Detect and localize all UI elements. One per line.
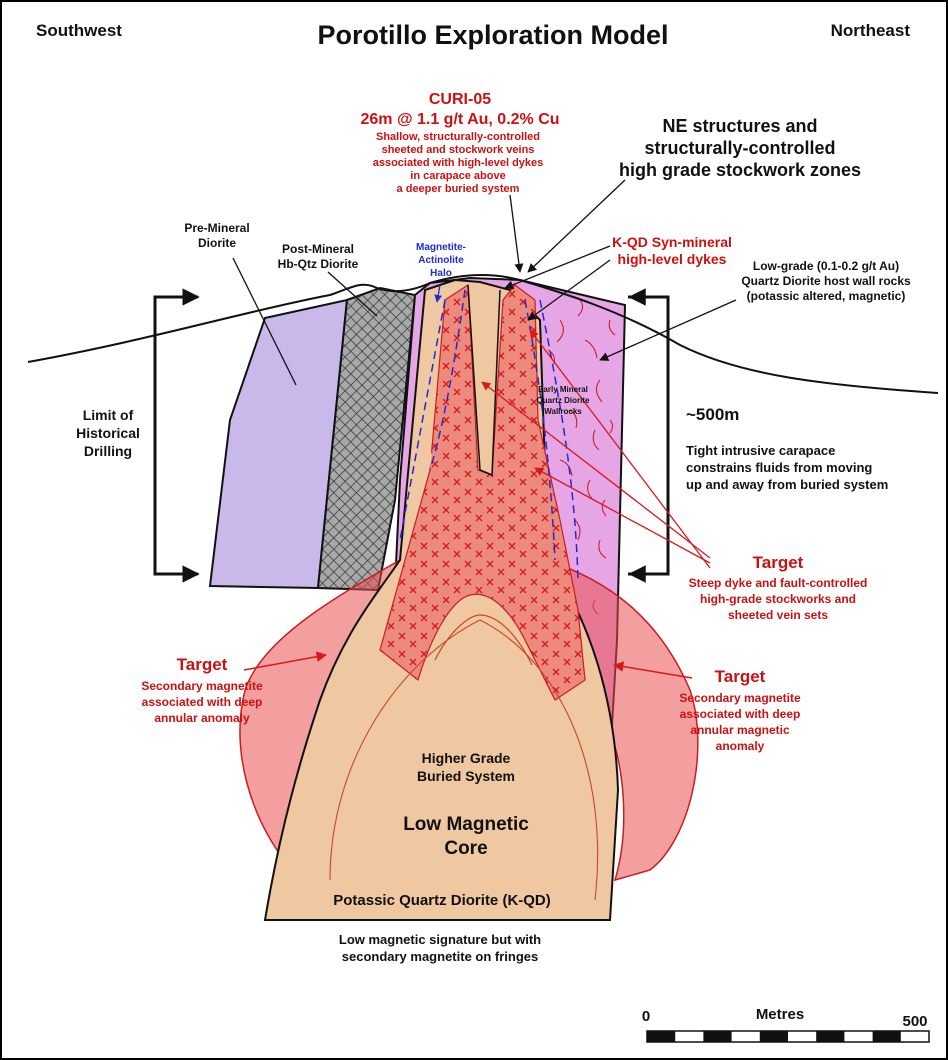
scale-segment	[760, 1031, 788, 1042]
early-mineral-line: Quartz Diorite	[537, 396, 590, 405]
higher-grade-line: Buried System	[417, 768, 515, 784]
historical-drilling-line: Limit of	[83, 407, 134, 423]
magnetite-halo-line: Halo	[430, 268, 452, 279]
low-grade-line: (potassic altered, magnetic)	[747, 289, 906, 303]
scale-segment	[816, 1031, 844, 1042]
pre-mineral-line: Pre-Mineral	[184, 221, 249, 235]
curi-05-result: 26m @ 1.1 g/t Au, 0.2% Cu	[360, 111, 559, 128]
low-grade-label: Low-grade (0.1-0.2 g/t Au) Quartz Diorit…	[741, 259, 911, 303]
target-mid-title: Target	[753, 553, 804, 572]
kqd-dykes-line: high-level dykes	[618, 251, 727, 267]
target-right-line: anomaly	[716, 739, 765, 753]
carapace-line: up and away from buried system	[686, 477, 888, 492]
scale-segment	[703, 1031, 731, 1042]
early-mineral-line: Early Mineral	[538, 385, 588, 394]
historical-drilling-line: Historical	[76, 425, 140, 441]
post-mineral-line: Hb-Qtz Diorite	[278, 257, 359, 271]
target-right-title: Target	[715, 667, 766, 686]
low-mag-line: Core	[444, 838, 487, 859]
low-grade-line: Low-grade (0.1-0.2 g/t Au)	[753, 259, 899, 273]
target-left-line: Secondary magnetite	[141, 679, 263, 693]
bottom-note-line: secondary magnetite on fringes	[342, 949, 539, 964]
magnetite-halo-line: Magnetite-	[416, 242, 466, 253]
magnetite-halo-line: Actinolite	[418, 255, 464, 266]
ne-structures-line: NE structures and	[662, 116, 817, 136]
kqd-label: Potassic Quartz Diorite (K-QD)	[333, 892, 551, 909]
target-right-line: annular magnetic	[690, 723, 790, 737]
curi-desc-line: associated with high-level dykes	[373, 157, 544, 169]
target-left-description: Secondary magnetite associated with deep…	[141, 679, 263, 725]
curi-desc-line: in carapace above	[410, 170, 505, 182]
higher-grade-line: Higher Grade	[422, 750, 511, 766]
target-left-line: annular anomaly	[154, 711, 250, 725]
target-left-title: Target	[177, 655, 228, 674]
curi-desc-line: Shallow, structurally-controlled	[376, 131, 540, 143]
bottom-note-line: Low magnetic signature but with	[339, 932, 541, 947]
ne-structures-line: structurally-controlled	[644, 138, 835, 158]
historical-drilling-line: Drilling	[84, 443, 132, 459]
curi-desc-line: sheeted and stockwork veins	[382, 144, 535, 156]
target-mid-line: Steep dyke and fault-controlled	[689, 576, 868, 590]
kqd-dykes-line: K-QD Syn-mineral	[612, 234, 732, 250]
scale-start: 0	[642, 1008, 650, 1025]
diagram-title: Porotillo Exploration Model	[318, 20, 669, 50]
target-mid-line: sheeted vein sets	[728, 608, 828, 622]
carapace-line: Tight intrusive carapace	[686, 443, 835, 458]
curi-05-label: CURI-05	[429, 91, 491, 108]
early-mineral-line: Wallrocks	[544, 407, 582, 416]
carapace-line: constrains fluids from moving	[686, 460, 872, 475]
target-mid-line: high-grade stockworks and	[700, 592, 856, 606]
curi-05-description: Shallow, structurally-controlled sheeted…	[373, 131, 544, 195]
scale-segment	[647, 1031, 675, 1042]
target-right-line: Secondary magnetite	[679, 691, 801, 705]
post-mineral-label: Post-Mineral Hb-Qtz Diorite	[278, 242, 359, 271]
low-mag-line: Low Magnetic	[403, 814, 529, 835]
post-mineral-line: Post-Mineral	[282, 242, 354, 256]
scale-end: 500	[902, 1013, 927, 1030]
historical-drilling-label: Limit of Historical Drilling	[76, 407, 140, 459]
target-left-line: associated with deep	[142, 695, 263, 709]
kqd-dykes-label: K-QD Syn-mineral high-level dykes	[612, 234, 732, 267]
direction-northeast: Northeast	[831, 21, 911, 40]
scale-segment	[873, 1031, 901, 1042]
pre-mineral-line: Diorite	[198, 236, 236, 250]
ne-structures-line: high grade stockwork zones	[619, 160, 861, 180]
depth-label: ~500m	[686, 405, 739, 424]
target-right-line: associated with deep	[680, 707, 801, 721]
direction-southwest: Southwest	[36, 21, 122, 40]
curi-desc-line: a deeper buried system	[397, 183, 520, 195]
scale-unit: Metres	[756, 1006, 804, 1023]
low-grade-line: Quartz Diorite host wall rocks	[741, 274, 911, 288]
